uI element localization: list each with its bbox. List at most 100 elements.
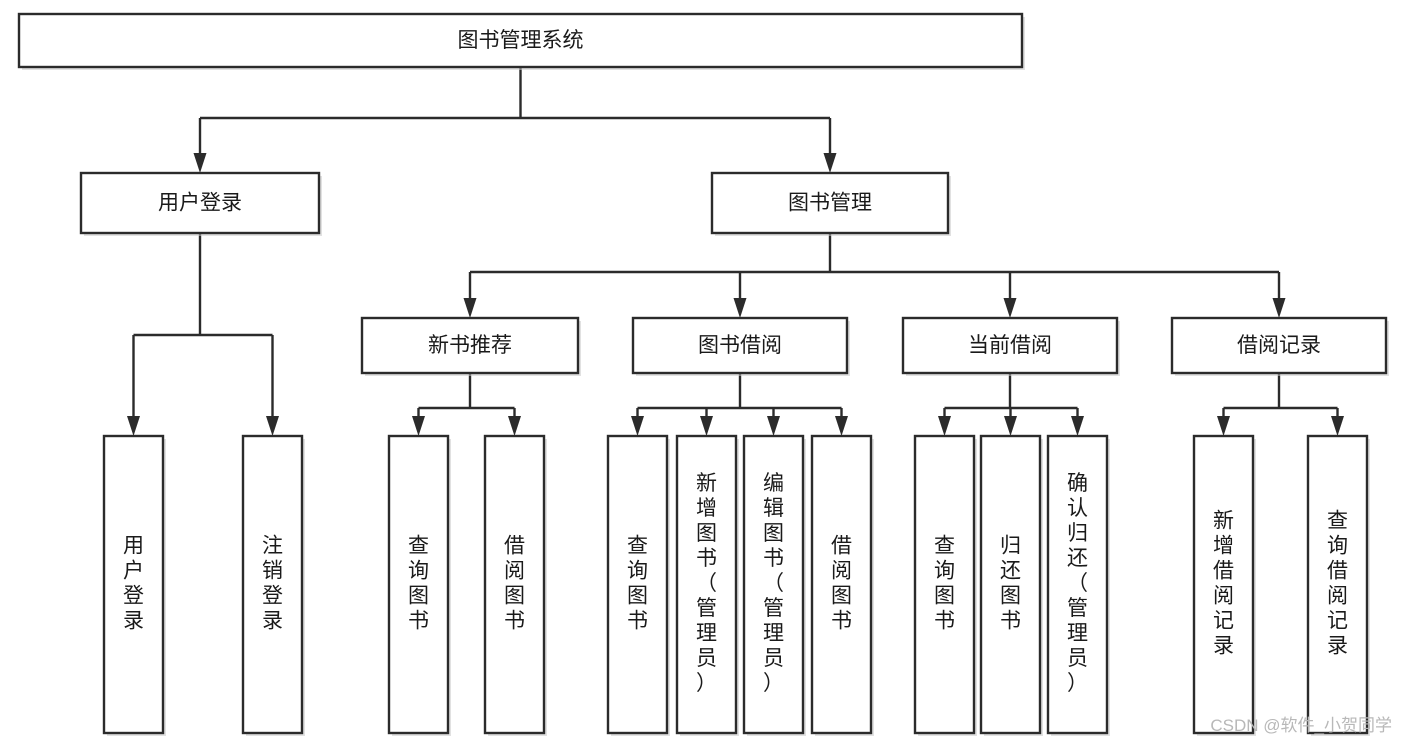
- node-leaf-query-book-rec-label-char: 查: [408, 535, 429, 558]
- connector-group-current-borrow: [938, 373, 1084, 436]
- node-leaf-query-book-current-label-char: 查: [934, 535, 955, 558]
- node-leaf-borrow-book-label-char: 阅: [831, 560, 852, 583]
- node-leaf-borrow-book-rec-label-char: 书: [504, 610, 525, 633]
- node-leaf-borrow-book-label-char: 书: [831, 610, 852, 633]
- node-system-root: 图书管理系统: [17, 12, 1025, 70]
- node-leaf-confirm-return-admin-label-char: 归: [1067, 522, 1088, 545]
- node-leaf-edit-book-admin-label-char: 编: [763, 472, 784, 495]
- node-leaf-user-logout-label-char: 录: [262, 610, 283, 633]
- node-leaf-query-book-current-label-char: 图: [934, 585, 955, 608]
- node-leaf-edit-book-admin-label-char: 书: [763, 547, 784, 570]
- node-borrow-record-box: [1170, 316, 1388, 375]
- node-leaf-user-login-label-char: 户: [123, 560, 144, 583]
- node-user-login-box: [79, 171, 321, 235]
- node-leaf-user-login-label-char: 登: [123, 585, 144, 608]
- connector-group-root: [193, 67, 837, 173]
- node-leaf-confirm-return-admin-label-char: ）: [1067, 672, 1088, 695]
- node-leaf-edit-book-admin-label-char: 管: [763, 597, 784, 620]
- node-leaf-query-book-borrow-label-char: 书: [627, 610, 648, 633]
- node-leaf-query-book-rec-box: [387, 434, 450, 735]
- node-leaf-edit-book-admin-label-char: ）: [763, 672, 784, 695]
- node-borrow-record: 借阅记录: [1170, 316, 1389, 376]
- node-leaf-query-book-borrow-label-char: 图: [627, 585, 648, 608]
- node-leaf-confirm-return-admin-label-char: 理: [1067, 622, 1088, 645]
- node-leaf-query-book-rec-label-char: 图: [408, 585, 429, 608]
- node-leaf-add-borrow-record-label-char: 记: [1213, 610, 1234, 633]
- node-leaf-query-book-borrow-box: [606, 434, 669, 735]
- node-leaf-edit-book-admin-label-char: （: [763, 572, 784, 595]
- node-leaf-edit-book-admin-label-char: 图: [763, 522, 784, 545]
- node-leaf-return-book-label-char: 书: [1000, 610, 1021, 633]
- node-leaf-edit-book-admin-label-char: 辑: [763, 497, 784, 520]
- node-leaf-query-book-borrow-label-char: 查: [627, 535, 648, 558]
- node-book-borrow: 图书借阅: [631, 316, 850, 376]
- node-leaf-borrow-book-box: [810, 434, 873, 735]
- node-leaf-add-book-admin-label-char: （: [696, 572, 717, 595]
- node-current-borrow-label: 当前借阅: [968, 334, 1052, 357]
- node-leaf-query-borrow-record-label-char: 记: [1327, 610, 1348, 633]
- connector-group-book-borrow: [631, 373, 848, 436]
- node-leaf-user-login-label-char: 用: [123, 535, 144, 558]
- node-leaf-add-book-admin-label-char: 图: [696, 522, 717, 545]
- node-leaf-confirm-return-admin-label-char: 管: [1067, 597, 1088, 620]
- node-leaf-borrow-book-label-char: 图: [831, 585, 852, 608]
- node-book-management-box: [710, 171, 950, 235]
- node-leaf-user-logout-label-char: 登: [262, 585, 283, 608]
- node-leaf-add-book-admin-box: [675, 434, 738, 735]
- node-leaf-confirm-return-admin-label-char: 确: [1067, 472, 1088, 495]
- node-leaf-query-book-current-box: [913, 434, 976, 735]
- node-book-management: 图书管理: [710, 171, 951, 236]
- node-book-borrow-box: [631, 316, 849, 375]
- node-leaf-add-borrow-record-label-char: 新: [1213, 510, 1234, 533]
- node-leaf-borrow-book-rec-box: [483, 434, 546, 735]
- node-leaf-add-book-admin-label-char: 管: [696, 597, 717, 620]
- node-leaf-edit-book-admin-box: [742, 434, 805, 735]
- node-current-borrow: 当前借阅: [901, 316, 1120, 376]
- node-leaf-edit-book-admin-label-char: 理: [763, 622, 784, 645]
- node-leaf-query-book-rec-label-char: 询: [408, 560, 429, 583]
- connector-group-new-book-rec: [412, 373, 521, 436]
- node-leaf-add-book-admin-label-char: 员: [696, 647, 717, 670]
- node-leaf-add-book-admin-label-char: 书: [696, 547, 717, 570]
- node-leaf-borrow-book-rec-label-char: 阅: [504, 560, 525, 583]
- connector-group-book-mgmt: [463, 233, 1286, 318]
- node-leaf-user-login-box: [102, 434, 165, 735]
- node-leaf-add-borrow-record-label-char: 增: [1213, 535, 1234, 558]
- csdn-watermark: CSDN @软件_小贺同学: [1210, 716, 1392, 735]
- node-system-root-label: 图书管理系统: [458, 29, 584, 52]
- node-leaf-return-book-label-char: 图: [1000, 585, 1021, 608]
- connector-group-user-login: [127, 233, 279, 436]
- connector-group-borrow-record: [1217, 373, 1344, 436]
- node-new-book-recommend-box: [360, 316, 580, 375]
- node-leaf-edit-book-admin-label-char: 员: [763, 647, 784, 670]
- node-book-management-label: 图书管理: [788, 192, 872, 215]
- node-leaf-user-logout-label-char: 销: [262, 560, 283, 583]
- node-user-login-label: 用户登录: [158, 192, 242, 215]
- node-leaf-confirm-return-admin-box: [1046, 434, 1109, 735]
- node-leaf-add-book-admin-label-char: 新: [696, 472, 717, 495]
- node-leaf-query-borrow-record-label-char: 查: [1327, 510, 1348, 533]
- node-leaf-query-borrow-record-label-char: 录: [1327, 635, 1348, 658]
- node-leaf-return-book-label-char: 归: [1000, 535, 1021, 558]
- node-leaf-add-borrow-record-box: [1192, 434, 1255, 735]
- node-leaf-add-borrow-record-label-char: 阅: [1213, 585, 1234, 608]
- node-leaf-return-book-label-char: 还: [1000, 560, 1021, 583]
- node-borrow-record-label: 借阅记录: [1237, 334, 1321, 357]
- node-leaf-confirm-return-admin-label-char: 还: [1067, 547, 1088, 570]
- node-leaf-user-logout-label-char: 注: [262, 535, 283, 558]
- node-leaf-query-book-rec-label-char: 书: [408, 610, 429, 633]
- node-leaf-borrow-book-rec-label-char: 图: [504, 585, 525, 608]
